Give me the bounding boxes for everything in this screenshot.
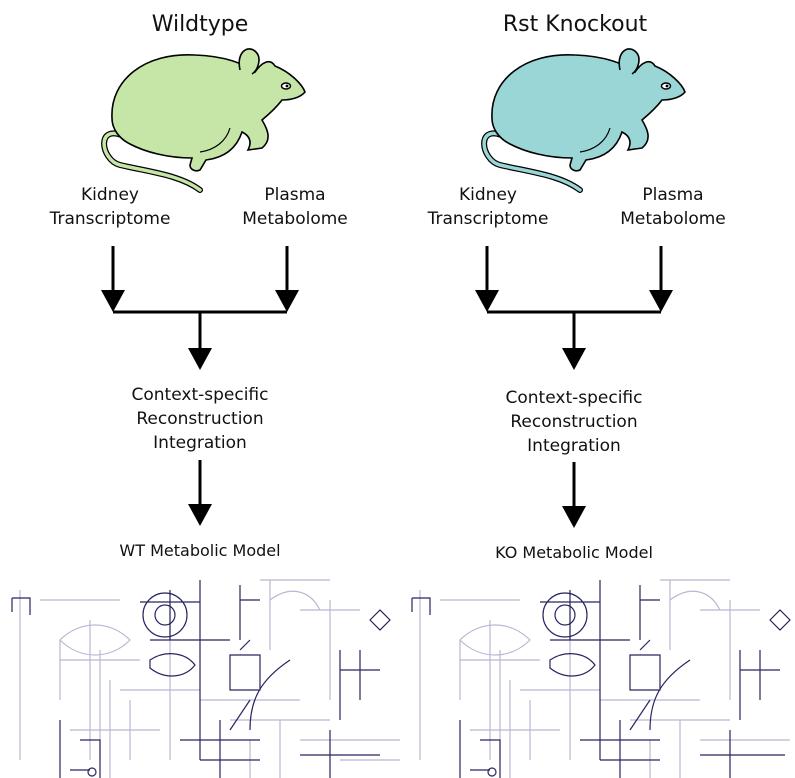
process-line: Reconstruction bbox=[510, 412, 638, 432]
arrowhead-model-knockout bbox=[562, 506, 586, 528]
source-line: Transcriptome bbox=[49, 209, 171, 229]
metabolic-network-map-knockout bbox=[411, 579, 791, 778]
arrowhead-process-wildtype bbox=[188, 348, 212, 370]
arrowhead-process-knockout bbox=[562, 348, 586, 370]
model-label-wildtype: WT Metabolic Model bbox=[119, 541, 281, 560]
mouse-body-wildtype bbox=[111, 54, 306, 172]
arrowhead-plasma-knockout bbox=[649, 290, 673, 312]
source-kidney-transcriptome-wildtype: Kidney Transcriptome bbox=[40, 183, 180, 231]
merge-arrows-wildtype bbox=[101, 246, 299, 526]
mouse-icon-knockout bbox=[481, 48, 686, 193]
process-line: Context-specific bbox=[505, 388, 643, 408]
source-line: Plasma bbox=[642, 185, 704, 205]
source-line: Transcriptome bbox=[427, 209, 549, 229]
source-line: Metabolome bbox=[242, 209, 348, 229]
process-line: Reconstruction bbox=[136, 409, 264, 429]
process-line: Integration bbox=[153, 433, 247, 453]
model-label-knockout: KO Metabolic Model bbox=[495, 543, 653, 562]
source-kidney-transcriptome-knockout: Kidney Transcriptome bbox=[418, 183, 558, 231]
arrowhead-model-wildtype bbox=[188, 504, 212, 526]
source-line: Kidney bbox=[81, 185, 139, 205]
metabolic-network-map-wildtype bbox=[11, 579, 400, 778]
source-plasma-metabolome-wildtype: Plasma Metabolome bbox=[230, 183, 360, 231]
source-line: Metabolome bbox=[620, 209, 726, 229]
process-label-knockout: Context-specific Reconstruction Integrat… bbox=[474, 386, 674, 458]
source-line: Kidney bbox=[459, 185, 517, 205]
mouse-icon-wildtype bbox=[101, 48, 306, 193]
arrowhead-kidney-knockout bbox=[475, 290, 499, 312]
arrowhead-kidney-wildtype bbox=[101, 290, 125, 312]
merge-arrows-knockout bbox=[475, 246, 673, 528]
panel-title-knockout: Rst Knockout bbox=[502, 12, 648, 37]
arrowhead-plasma-wildtype bbox=[275, 290, 299, 312]
mouse-tail-knockout bbox=[482, 131, 582, 192]
process-label-wildtype: Context-specific Reconstruction Integrat… bbox=[100, 383, 300, 455]
panel-title-wildtype: Wildtype bbox=[151, 12, 249, 37]
process-line: Integration bbox=[527, 436, 621, 456]
source-line: Plasma bbox=[264, 185, 326, 205]
process-line: Context-specific bbox=[131, 385, 269, 405]
source-plasma-metabolome-knockout: Plasma Metabolome bbox=[608, 183, 738, 231]
mouse-tail-wildtype bbox=[102, 131, 202, 192]
mouse-body-knockout bbox=[491, 54, 686, 172]
